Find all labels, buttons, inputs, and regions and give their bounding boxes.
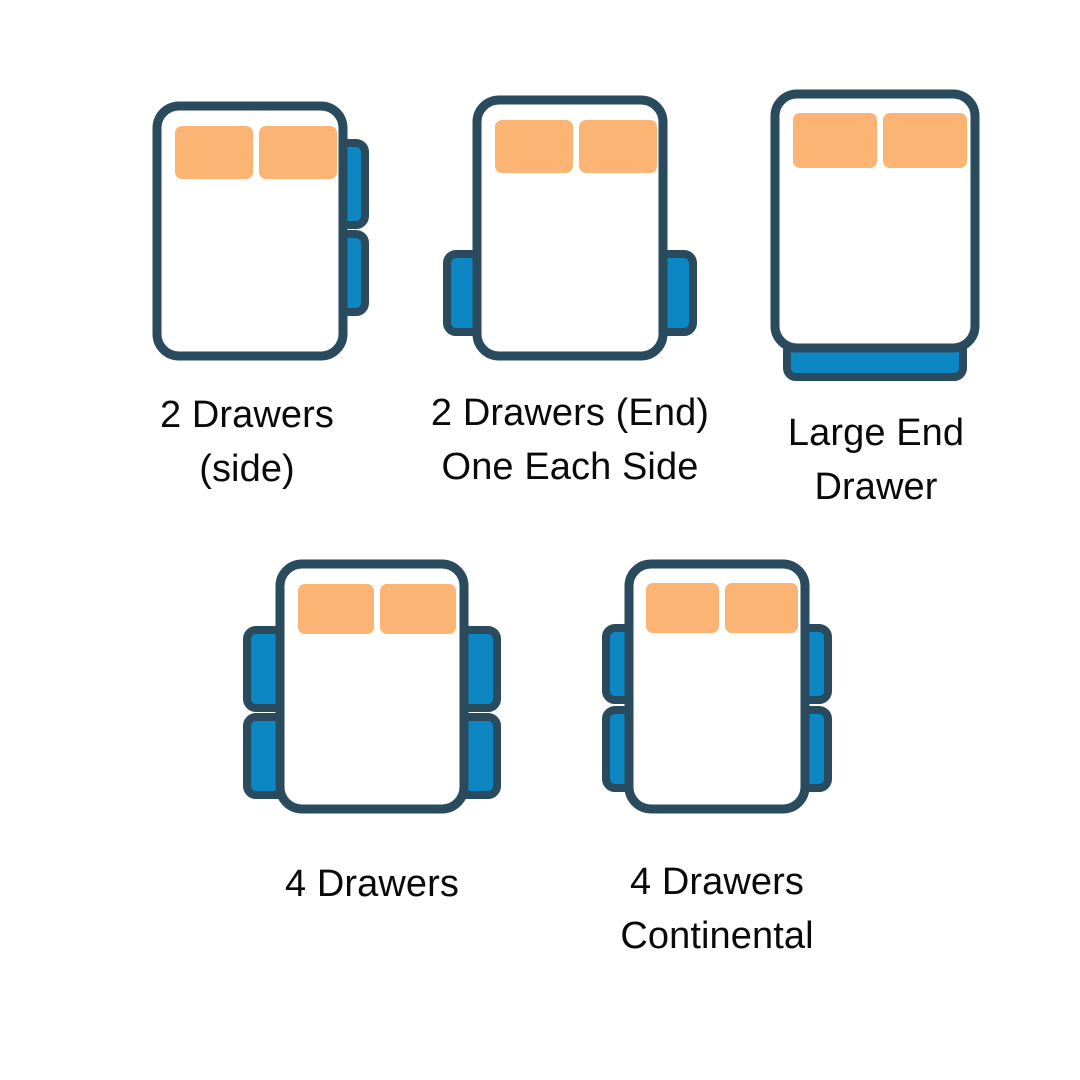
bed-option-four-drawers-continental[interactable]: 4 Drawers Continental [552,552,882,964]
bed-option-two-drawers-end-one-each-side[interactable]: 2 Drawers (End) One Each Side [398,86,742,495]
pillow-right [259,126,337,179]
pillow-left [495,120,573,173]
bed-option-label: 2 Drawers (End) One Each Side [430,392,710,488]
bed-diagram-four-drawers [243,559,501,814]
pillow-right [380,584,456,634]
pillow-right [725,583,798,633]
pillow-left [646,583,719,633]
bed-diagram-large-end-drawer [770,89,980,381]
pillow-left [298,584,374,634]
bed-option-two-drawers-side[interactable]: 2 Drawers (side) [72,86,422,497]
bed-diagram-two-drawers-end [443,95,697,361]
pillow-left [175,126,253,179]
pillow-right [883,113,967,168]
bed-option-four-drawers[interactable]: 4 Drawers [222,552,522,912]
bed-option-label: 4 Drawers [284,863,460,905]
bed-option-label: Large End Drawer [787,412,965,508]
bed-diagram-four-drawers-continental [602,559,832,814]
bed-option-large-end-drawer[interactable]: Large End Drawer [736,80,1016,515]
pillow-right [579,120,657,173]
bed-option-label: 4 Drawers Continental [620,861,814,957]
bed-diagram-two-drawers-side [152,101,369,361]
pillow-left [793,113,877,168]
bed-option-label: 2 Drawers (side) [159,394,335,490]
